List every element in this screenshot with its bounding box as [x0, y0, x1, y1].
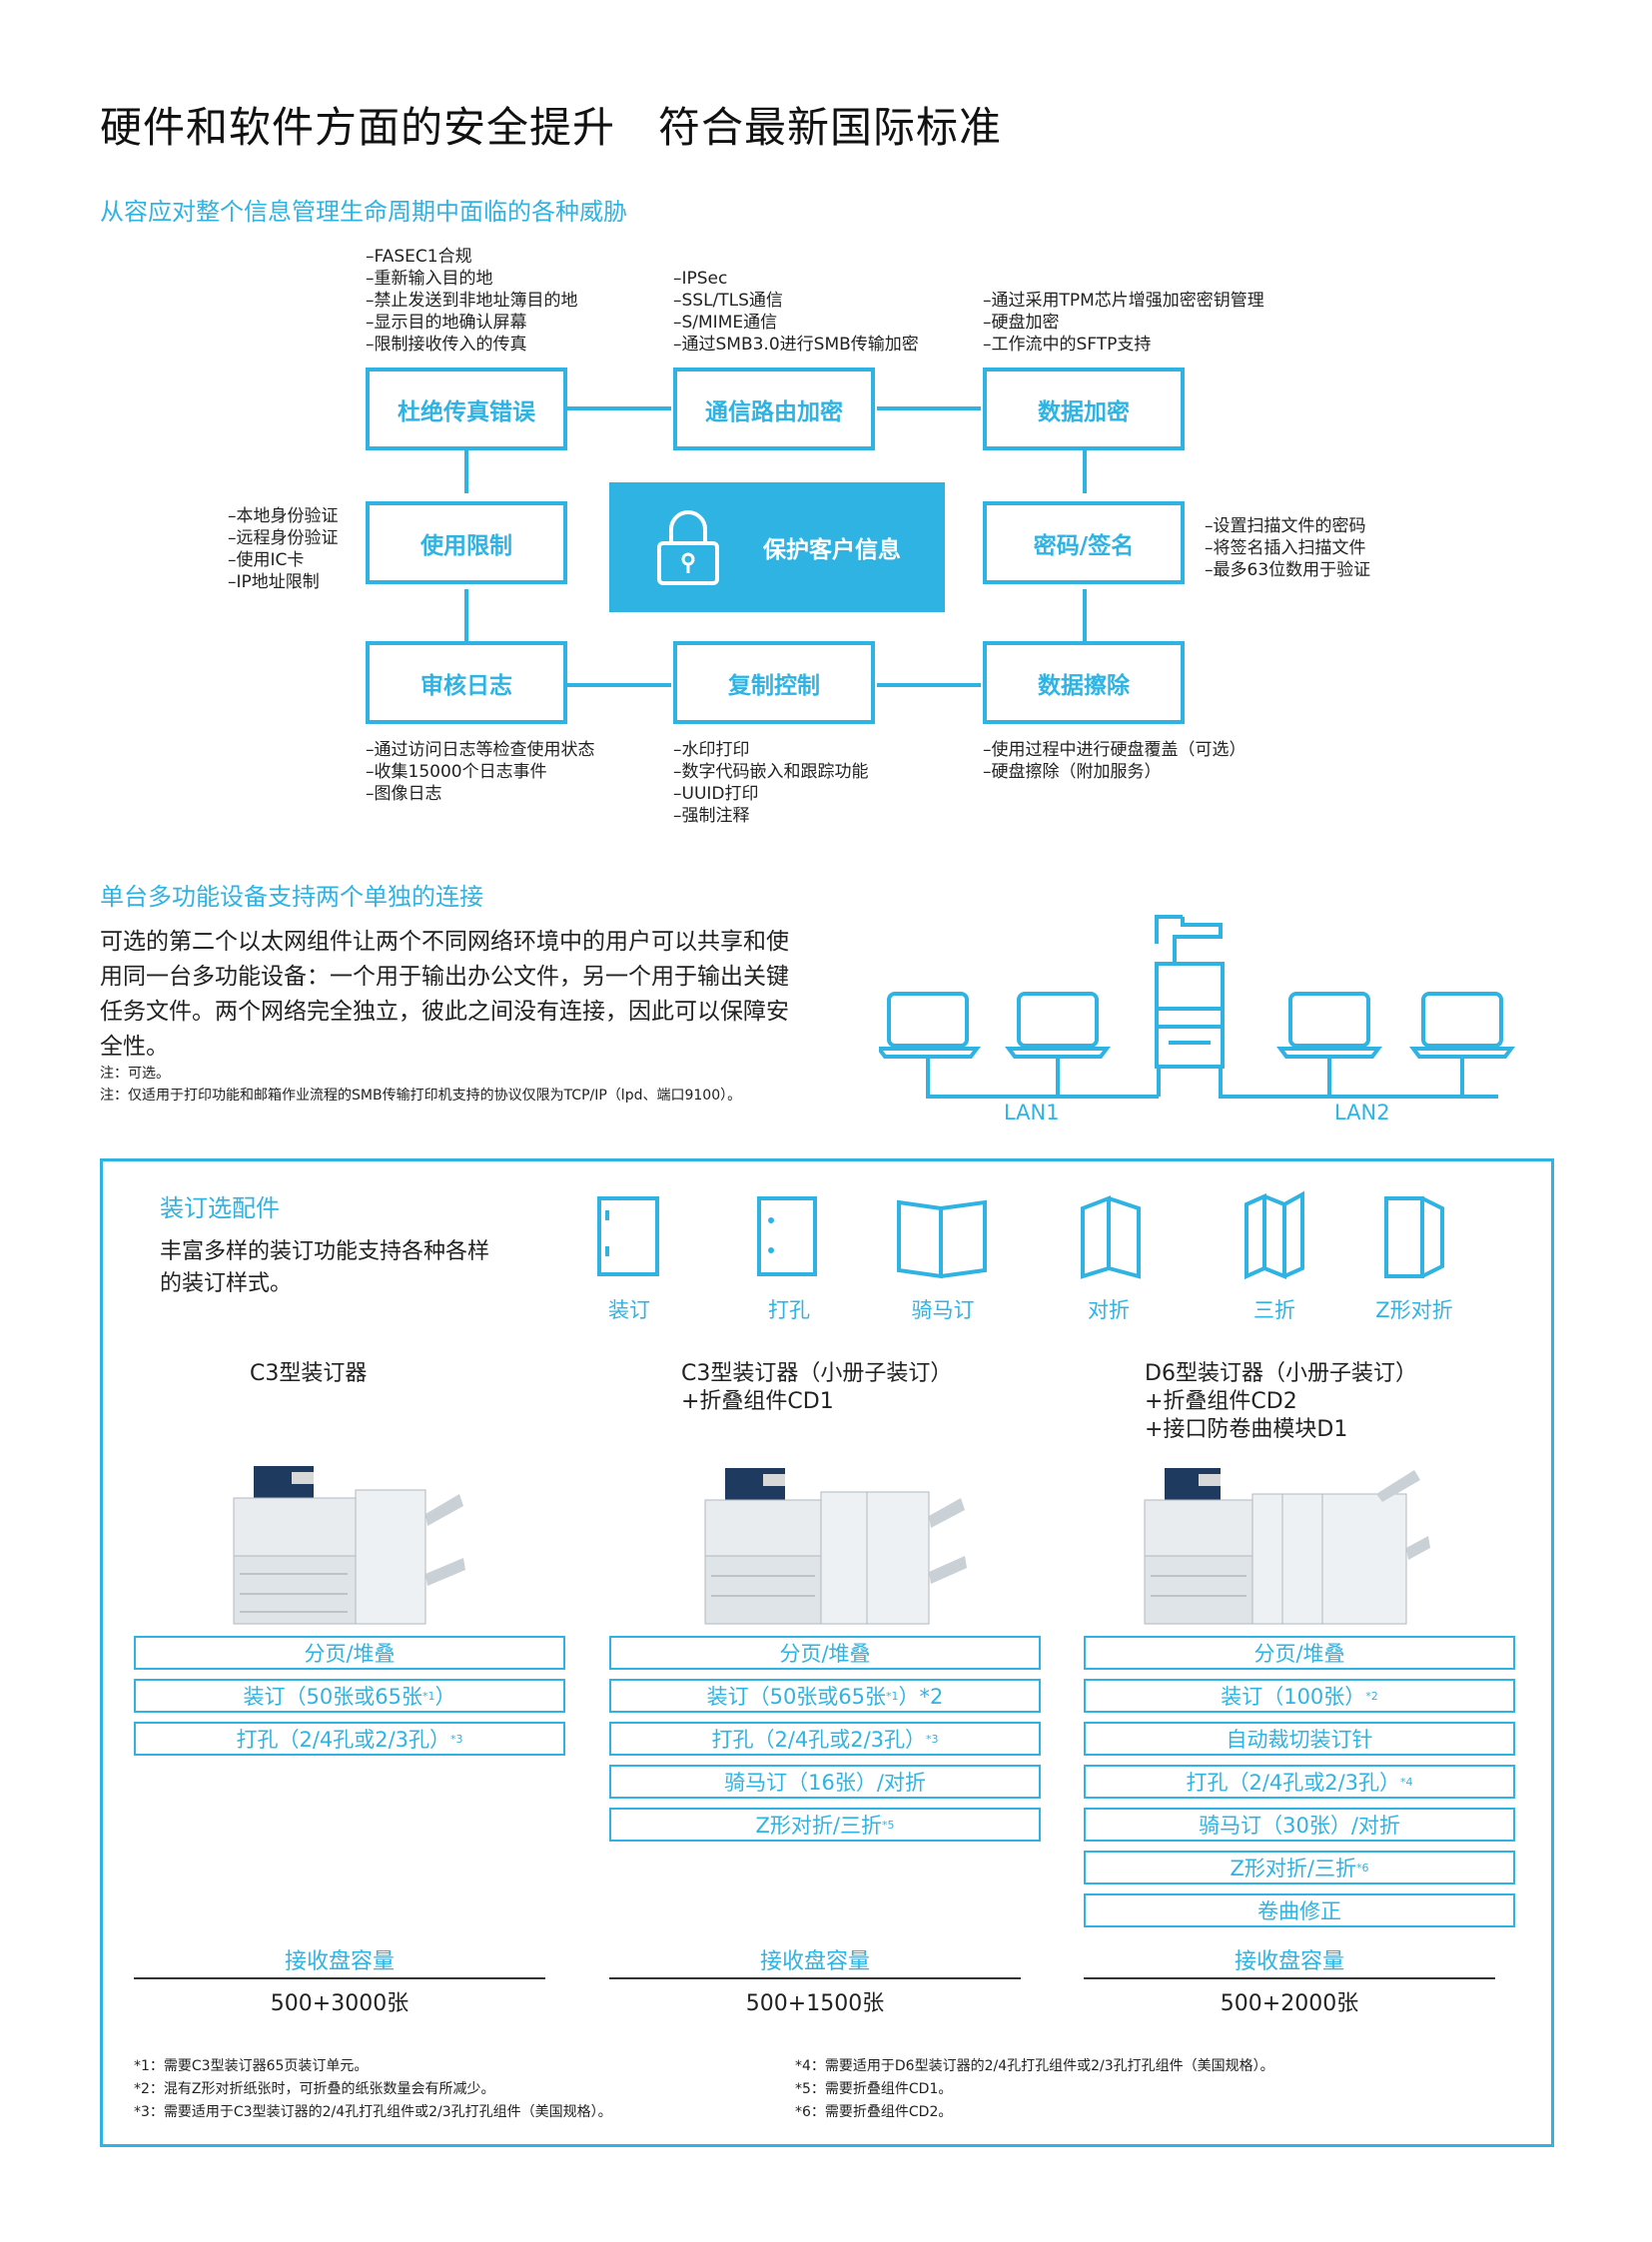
connector-line: [567, 406, 671, 410]
divider: [1084, 1977, 1495, 1979]
feature-box: 装订（50张或65张*1）*2: [609, 1679, 1041, 1713]
model-name-2: C3型装订器（小册子装订）+折叠组件CD1: [681, 1361, 953, 1414]
notes-erase: –使用过程中进行硬盘覆盖（可选）–硬盘擦除（附加服务）: [983, 740, 1246, 782]
saddle-stitch-icon: [897, 1199, 987, 1279]
connector-line: [464, 450, 468, 493]
capacity-value-1: 500+3000张: [270, 1991, 410, 2016]
center-protect-customer-info: 保护客户信息: [609, 482, 945, 612]
notes-copy: –水印打印–数字代码嵌入和跟踪功能–UUID打印–强制注释: [673, 740, 869, 826]
connector-line: [1083, 589, 1087, 641]
laptop-icon: [1409, 992, 1515, 1059]
dual-network-paragraph: 可选的第二个以太网组件让两个不同网络环境中的用户可以共享和使用同一台多功能设备：…: [100, 929, 789, 1060]
capacity-value-3: 500+2000张: [1220, 1991, 1359, 2016]
laptop-icon: [1005, 992, 1111, 1059]
printer-illustration-c3-booklet: [704, 1468, 967, 1625]
feature-box: 骑马订（16张）/对折: [609, 1765, 1041, 1799]
feature-box: 打孔（2/4孔或2/3孔）*3: [134, 1722, 565, 1756]
box-password-signature: 密码/签名: [983, 501, 1185, 584]
model-name-3: D6型装订器（小册子装订）+折叠组件CD2+接口防卷曲模块D1: [1145, 1361, 1417, 1442]
section-title-finisher: 装订选配件: [160, 1194, 280, 1222]
feature-box: 打孔（2/4孔或2/3孔）*3: [609, 1722, 1041, 1756]
notes-comm: –IPSec–SSL/TLS通信–S/MIME通信–通过SMB3.0进行SMB传…: [673, 269, 919, 355]
lan2-label: LAN2: [1334, 1101, 1390, 1124]
box-data-erase: 数据擦除: [983, 641, 1185, 724]
box-comm-encryption: 通信路由加密: [673, 368, 875, 450]
printer-illustration-c3: [233, 1466, 465, 1625]
model-name-1: C3型装订器: [250, 1361, 368, 1386]
notes-password: –设置扫描文件的密码–将签名插入扫描文件–最多63位数用于验证: [1205, 516, 1371, 580]
divider: [609, 1977, 1021, 1979]
connector-line: [877, 683, 981, 687]
punch-icon: [757, 1196, 817, 1276]
capacity-value-2: 500+1500张: [745, 1991, 885, 2016]
tri-fold-icon: [1244, 1190, 1304, 1280]
capacity-label-1: 接收盘容量: [284, 1949, 395, 1974]
feature-box: 自动裁切装订针: [1084, 1722, 1515, 1756]
connector-line: [464, 589, 468, 641]
fold-label-tri-fold: 三折: [1253, 1298, 1295, 1322]
connector-line: [567, 683, 671, 687]
notes-data-encryption: –通过采用TPM芯片增强加密密钥管理–硬盘加密–工作流中的SFTP支持: [983, 291, 1264, 355]
box-audit-log: 审核日志: [366, 641, 567, 724]
notes-usage: –本地身份验证–远程身份验证–使用IC卡–IP地址限制: [228, 506, 339, 592]
box-copy-control: 复制控制: [673, 641, 875, 724]
finisher-description: 丰富多样的装订功能支持各种各样的装订样式。: [160, 1239, 490, 1296]
page-title: 硬件和软件方面的安全提升 符合最新国际标准: [100, 103, 1003, 152]
box-data-encryption: 数据加密: [983, 368, 1185, 450]
connector-line: [1083, 450, 1087, 493]
printer-illustration-d6: [1144, 1468, 1430, 1625]
feature-box: 装订（50张或65张*1）: [134, 1679, 565, 1713]
feature-box: 打孔（2/4孔或2/3孔）*4: [1084, 1765, 1515, 1799]
notes-fax: –FASEC1合规–重新输入目的地–禁止发送到非地址簿目的地–显示目的地确认屏幕…: [366, 247, 578, 355]
feature-box: 卷曲修正: [1084, 1893, 1515, 1927]
finisher-options-panel: [100, 1158, 1554, 2147]
section-title-dual-network: 单台多功能设备支持两个单独的连接: [100, 883, 483, 911]
feature-box: Z形对折/三折*5: [609, 1808, 1041, 1842]
lock-icon: [657, 510, 719, 585]
feature-box: 分页/堆叠: [609, 1636, 1041, 1670]
lan1-label: LAN1: [1004, 1101, 1060, 1124]
feature-box: Z形对折/三折*6: [1084, 1851, 1515, 1884]
center-label: 保护客户信息: [763, 537, 901, 563]
fold-label-half-fold: 对折: [1088, 1298, 1130, 1322]
half-fold-icon: [1081, 1195, 1141, 1279]
printer-icon: [1155, 915, 1225, 1069]
capacity-label-3: 接收盘容量: [1234, 1949, 1344, 1974]
section-title-threats: 从容应对整个信息管理生命周期中面临的各种威胁: [100, 198, 627, 226]
dual-network-notes: 注：可选。注：仅适用于打印功能和邮箱作业流程的SMB传输打印机支持的协议仅限为T…: [100, 1066, 742, 1104]
footnotes-right: *4：需要适用于D6型装订器的2/4孔打孔组件或2/3孔打孔组件（美国规格）。*…: [795, 2058, 1274, 2120]
box-usage-restriction: 使用限制: [366, 501, 567, 584]
fold-label-punch: 打孔: [768, 1298, 810, 1322]
feature-box: 分页/堆叠: [134, 1636, 565, 1670]
notes-audit: –通过访问日志等检查使用状态–收集15000个日志事件–图像日志: [366, 740, 595, 804]
staple-icon: [597, 1196, 659, 1276]
feature-box: 骑马订（30张）/对折: [1084, 1808, 1515, 1842]
laptop-icon: [879, 992, 981, 1059]
feature-box: 装订（100张）*2: [1084, 1679, 1515, 1713]
z-fold-icon: [1384, 1196, 1444, 1278]
capacity-label-2: 接收盘容量: [759, 1949, 870, 1974]
box-fax-error: 杜绝传真错误: [366, 368, 567, 450]
feature-box: 分页/堆叠: [1084, 1636, 1515, 1670]
fold-label-z-fold: Z形对折: [1375, 1298, 1453, 1322]
footnotes-left: *1：需要C3型装订器65页装订单元。*2：混有Z形对折纸张时，可折叠的纸张数量…: [134, 2058, 612, 2120]
network-diagram: [879, 915, 1515, 1099]
fold-label-saddle: 骑马订: [911, 1298, 975, 1322]
laptop-icon: [1276, 992, 1382, 1059]
divider: [134, 1977, 545, 1979]
fold-label-staple: 装订: [608, 1298, 650, 1322]
connector-line: [877, 406, 981, 410]
